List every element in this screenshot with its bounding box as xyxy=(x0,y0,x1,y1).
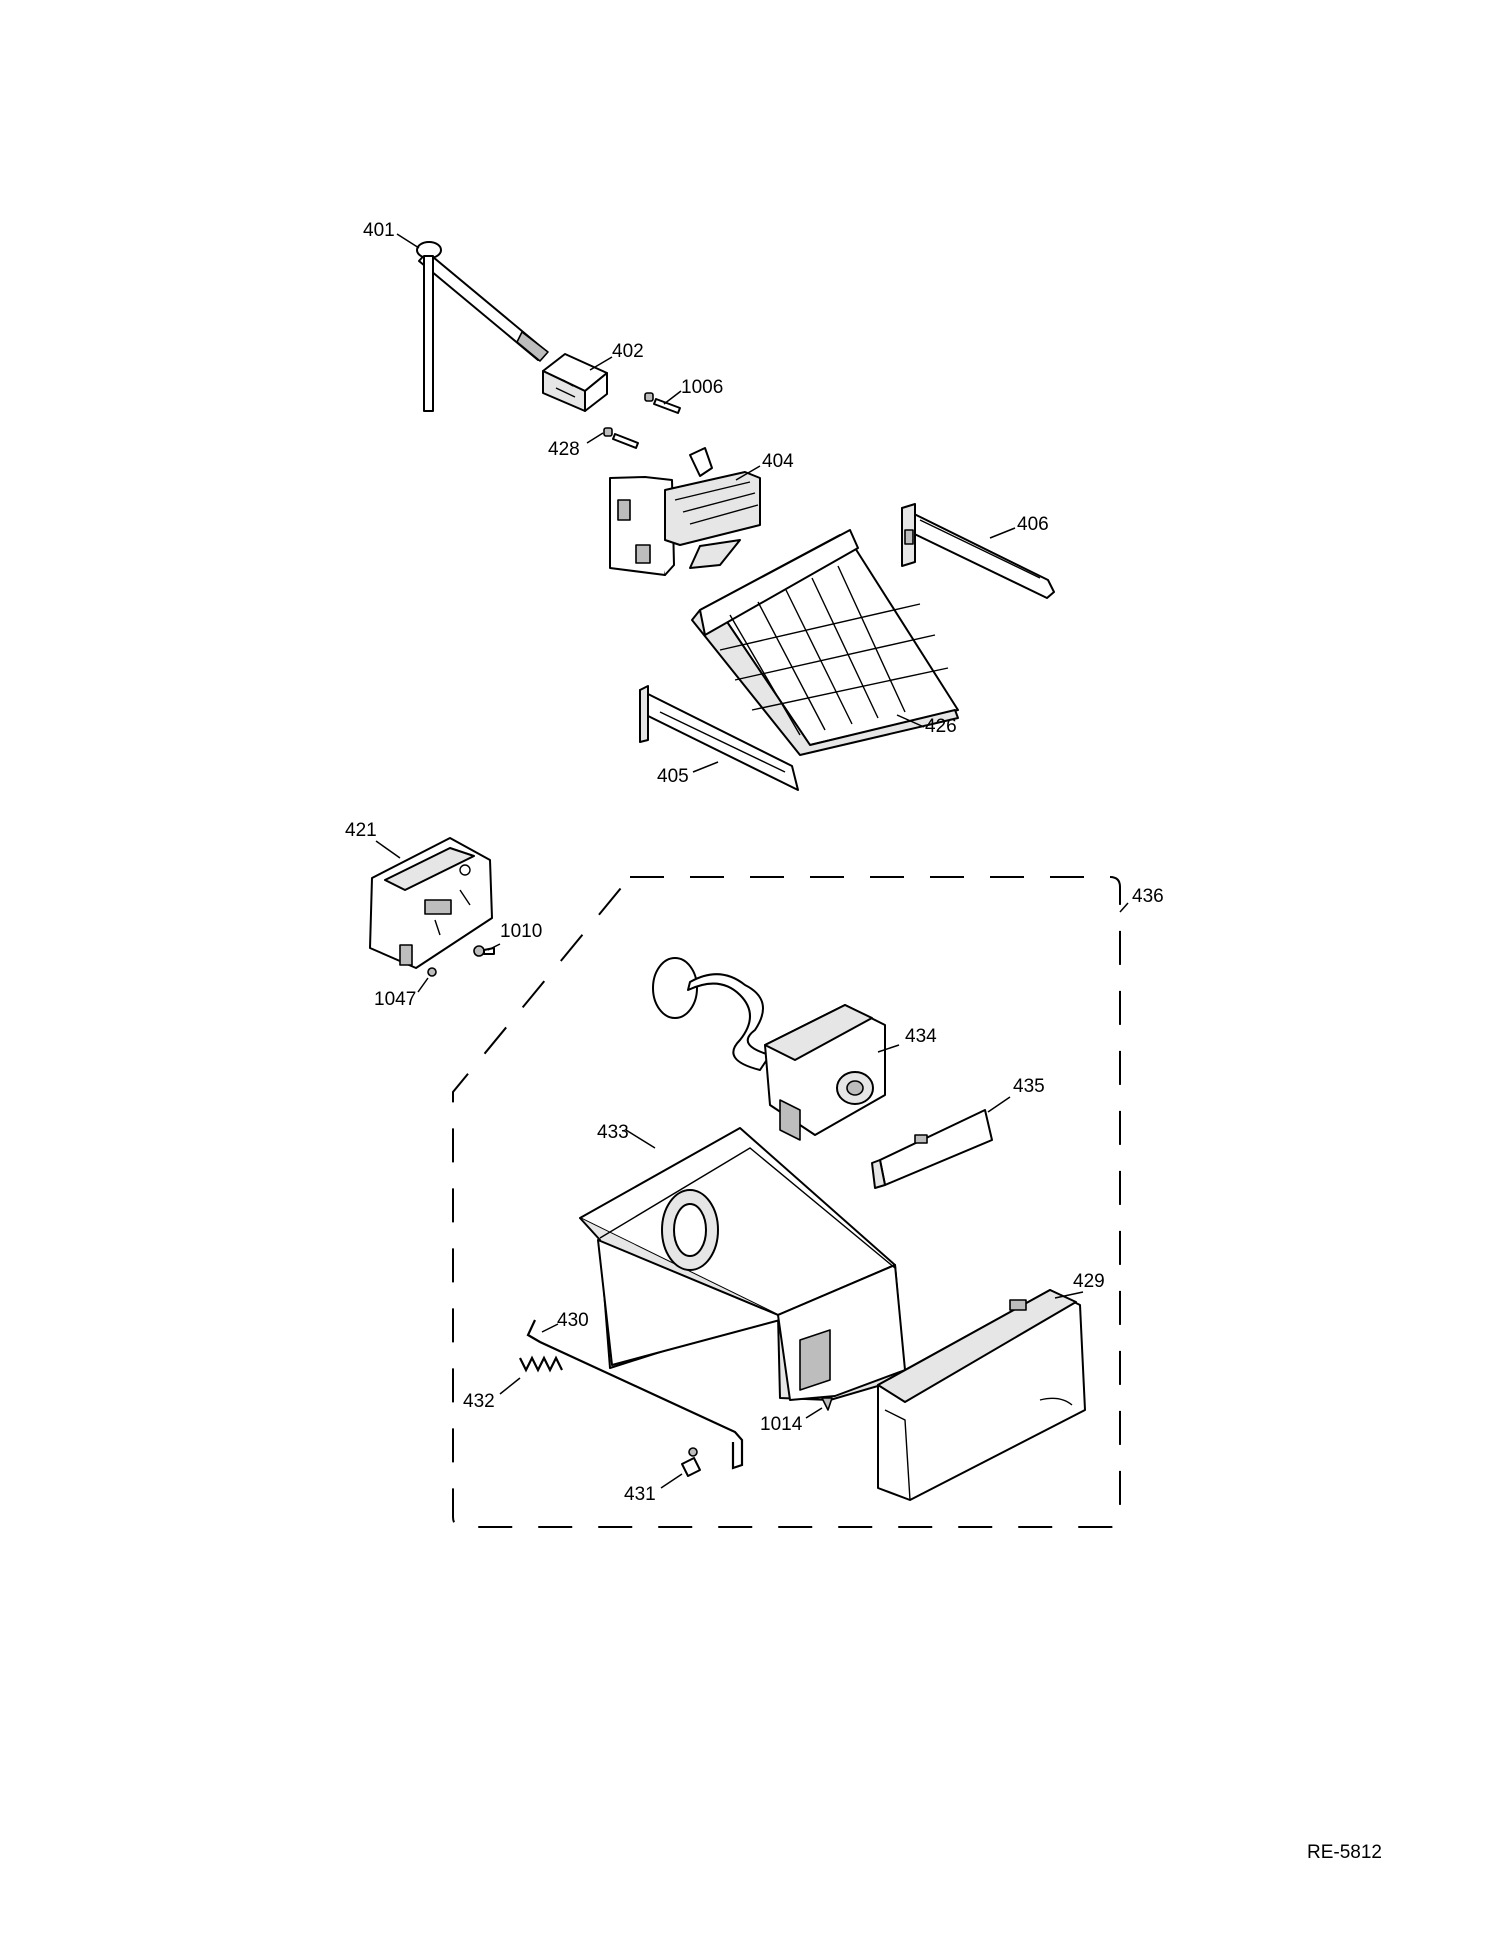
part-429-front-cover xyxy=(877,1289,1086,1501)
callout-430: 430 xyxy=(557,1310,589,1331)
callout-434: 434 xyxy=(905,1026,937,1047)
part-406-rail-right xyxy=(901,503,1055,599)
part-401-fill-tube xyxy=(416,241,549,412)
callout-1006: 1006 xyxy=(681,377,723,398)
part-433-ice-bucket xyxy=(579,1127,906,1401)
callout-428: 428 xyxy=(548,439,580,460)
part-430-rod xyxy=(526,1319,744,1470)
part-432-spring xyxy=(519,1355,563,1373)
part-421-bracket xyxy=(369,837,493,969)
part-405-rail-left xyxy=(639,685,799,791)
part-431-clip xyxy=(681,1447,701,1477)
part-404-ice-maker xyxy=(609,447,761,576)
document-id: RE-5812 xyxy=(1307,1842,1382,1863)
part-1047-screw xyxy=(427,967,437,977)
part-428-screw xyxy=(603,427,639,449)
callout-431: 431 xyxy=(624,1484,656,1505)
callout-402: 402 xyxy=(612,341,644,362)
callout-404: 404 xyxy=(762,451,794,472)
part-402-bracket xyxy=(542,353,608,412)
part-434-auger-housing xyxy=(652,957,886,1141)
part-1006-screw xyxy=(644,392,681,414)
part-435-cover xyxy=(871,1109,993,1189)
part-426-shelf xyxy=(691,529,959,756)
callout-433: 433 xyxy=(597,1122,629,1143)
part-1010-screw xyxy=(473,945,495,957)
callout-1010: 1010 xyxy=(500,921,542,942)
callout-406: 406 xyxy=(1017,514,1049,535)
callout-426: 426 xyxy=(925,716,957,737)
callout-435: 435 xyxy=(1013,1076,1045,1097)
callout-429: 429 xyxy=(1073,1271,1105,1292)
callout-405: 405 xyxy=(657,766,689,787)
callout-421: 421 xyxy=(345,820,377,841)
callout-1014: 1014 xyxy=(760,1414,803,1435)
callout-401: 401 xyxy=(363,220,395,241)
callout-1047: 1047 xyxy=(374,989,416,1010)
callout-432: 432 xyxy=(463,1391,495,1412)
callout-leaders xyxy=(375,233,1129,1489)
callout-436: 436 xyxy=(1132,886,1164,907)
assembly-436-boundary xyxy=(452,876,1121,1528)
part-1014-screw xyxy=(821,1397,833,1411)
